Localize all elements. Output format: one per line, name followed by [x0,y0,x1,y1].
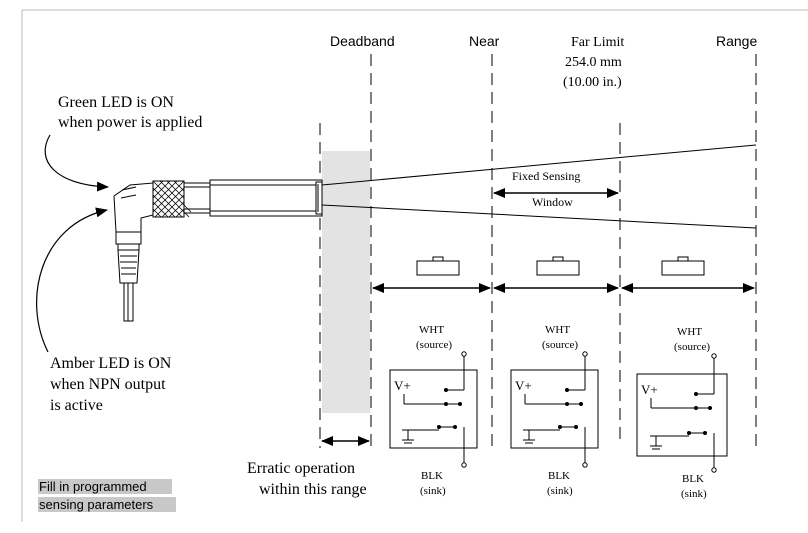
sink-label: (sink) [547,485,573,497]
near-label: Near [469,33,500,49]
note-line2: sensing parameters [39,497,154,512]
target-icon [536,256,580,276]
range-label: Range [716,33,757,49]
target-icon [416,256,460,276]
deadband-region [322,151,370,413]
deadband-label: Deadband [330,33,395,49]
sink-label: (sink) [681,488,707,500]
beam-upper-line [321,144,757,186]
green-led-line1: Green LED is ON [58,94,174,111]
blk-label: BLK [682,473,704,485]
erratic-line2: within this range [259,481,367,498]
beam-lower-line [321,204,757,229]
green-led-arrow [44,134,109,192]
window-label-line1: Fixed Sensing [512,169,580,183]
sensor-icon [113,179,323,322]
source-label: (source) [542,339,578,351]
erratic-line1: Erratic operation [247,460,355,477]
vplus-label: V+ [394,378,411,393]
far-limit-inches: (10.00 in.) [563,75,622,90]
wht-label: WHT [677,326,702,338]
note-highlight [38,497,176,512]
far-limit-mm: 254.0 mm [565,55,622,70]
blk-label: BLK [421,470,443,482]
green-led-line2: when power is applied [58,114,202,131]
far-limit-label: Far Limit [571,35,624,50]
amber-led-arrow [36,207,108,353]
vplus-label: V+ [515,378,532,393]
wht-label: WHT [545,324,570,336]
output-schematic-1: WHT (source) V+ BLK (sink) [389,324,478,497]
amber-led-line3: is active [50,397,103,414]
blk-label: BLK [548,470,570,482]
wht-label: WHT [419,324,444,336]
source-label: (source) [416,339,452,351]
diagram-frame [21,9,808,522]
target-icon [661,256,705,276]
window-label-line2: Window [532,195,573,209]
source-label: (source) [674,341,710,353]
note-highlight [38,479,172,494]
vplus-label: V+ [641,382,658,397]
output-schematic-2: WHT (source) V+ BLK (sink) [510,324,599,497]
note-line1: Fill in programmed [39,479,147,494]
sink-label: (sink) [420,485,446,497]
amber-led-line1: Amber LED is ON [50,355,172,372]
amber-led-line2: when NPN output [50,376,166,393]
output-schematic-3: WHT (source) V+ BLK (sink) [636,326,728,500]
